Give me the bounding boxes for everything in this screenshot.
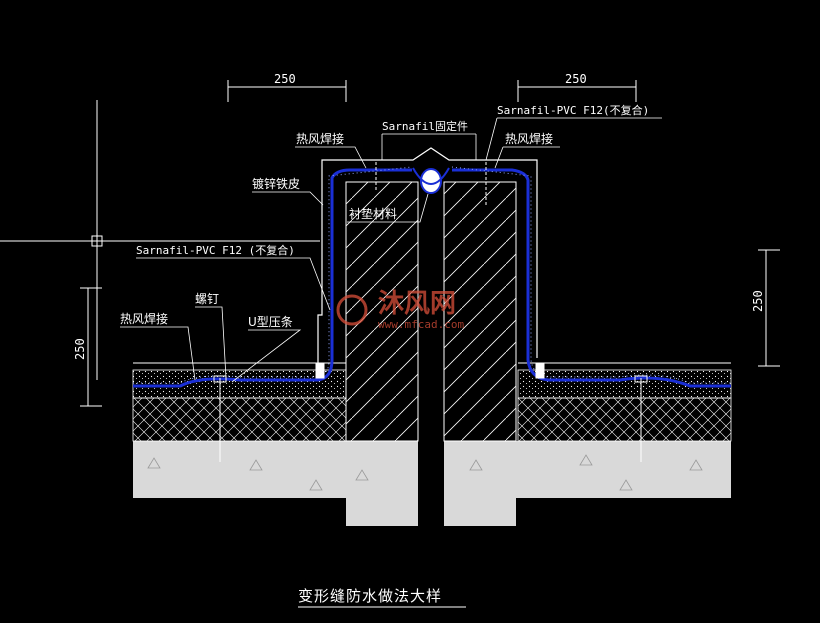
label-u-strip: U型压条 (248, 315, 293, 329)
pvc-membrane (133, 168, 731, 388)
label-screw: 螺钉 (195, 292, 219, 306)
watermark-url: www.mfcad.com (378, 318, 464, 331)
watermark-brand: 沐风网 (378, 289, 456, 319)
screws (213, 162, 648, 462)
dim-top-left: 250 (274, 72, 296, 86)
leader-lines (120, 117, 662, 383)
upstand-walls (345, 181, 517, 442)
dim-top-right: 250 (565, 72, 587, 86)
label-membrane-left: Sarnafil-PVC F12 (不复合) (136, 243, 295, 257)
label-hot-air-weld-left-top: 热风焊接 (296, 131, 344, 146)
label-fixing-part: Sarnafil固定件 (382, 119, 468, 133)
pvc-membrane-dots (133, 166, 731, 384)
galvanized-sheet (317, 147, 538, 368)
concrete-slab (133, 441, 731, 526)
fixing-part (412, 167, 450, 194)
screed-layer (132, 362, 732, 399)
drawing-title: 变形缝防水做法大样 (298, 587, 442, 605)
label-liner-material: 衬垫材料 (349, 206, 397, 221)
label-hot-air-weld-left-bottom: 热风焊接 (120, 311, 168, 326)
dim-left-vertical: 250 (73, 338, 87, 360)
dim-right-vertical: 250 (751, 290, 765, 312)
label-galvanized-sheet: 镀锌铁皮 (252, 177, 300, 191)
watermark: 沐风网 www.mfcad.com (336, 289, 464, 331)
label-membrane-top-right: Sarnafil-PVC F12(不复合) (497, 103, 649, 117)
dimension-lines (0, 80, 780, 407)
label-hot-air-weld-right-top: 热风焊接 (505, 131, 553, 146)
